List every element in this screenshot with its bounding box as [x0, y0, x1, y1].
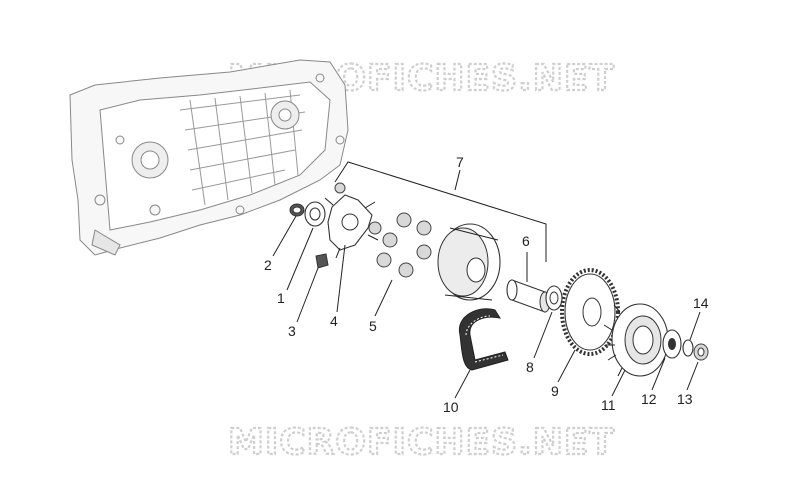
part-2-bush — [289, 203, 305, 217]
callout-13: 13 — [677, 391, 693, 407]
part-11-fan — [603, 303, 669, 377]
part-8-washer — [545, 285, 563, 311]
callout-2: 2 — [264, 257, 272, 273]
part-3-slider — [315, 253, 329, 269]
part-12-nut-plate — [662, 329, 682, 359]
watermark-bottom: MICROFICHES.NET — [228, 422, 615, 463]
variator-pulley — [437, 223, 501, 301]
callout-10: 10 — [443, 399, 459, 415]
callout-1: 1 — [277, 290, 285, 306]
part-10-belt — [458, 308, 509, 371]
part-6-sleeve — [506, 279, 551, 313]
part-9-driving-pulley — [560, 268, 620, 356]
group-7-bracket — [334, 161, 547, 262]
part-4-ramp-plate — [324, 182, 379, 259]
callout-9: 9 — [551, 383, 559, 399]
callout-8: 8 — [526, 359, 534, 375]
callout-3: 3 — [288, 323, 296, 339]
callout-4: 4 — [330, 313, 338, 329]
part-13-nut — [693, 343, 709, 361]
callout-11: 11 — [601, 397, 616, 413]
leader-lines — [272, 215, 701, 399]
callout-5: 5 — [369, 318, 377, 334]
callout-7: 7 — [456, 154, 464, 170]
callout-12: 12 — [641, 391, 657, 407]
callout-14: 14 — [693, 295, 709, 311]
part-5-rollers — [368, 212, 432, 278]
part-14-washer — [682, 339, 694, 357]
leader-7 — [454, 169, 461, 191]
callout-6: 6 — [522, 233, 530, 249]
crankcase-housing — [69, 59, 349, 256]
part-1-washer — [304, 201, 326, 227]
